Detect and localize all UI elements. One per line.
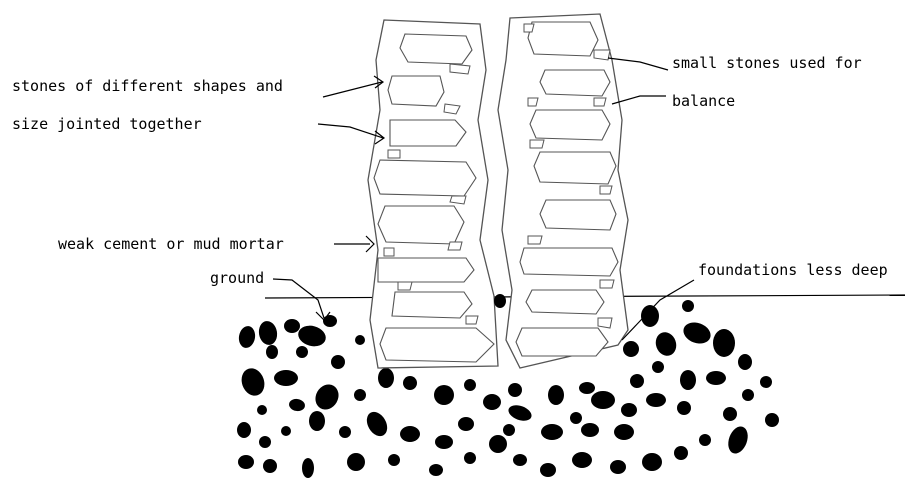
soil-pebble bbox=[263, 459, 277, 473]
label-stones-line2: size jointed together bbox=[12, 115, 202, 133]
soil-pebble bbox=[725, 424, 751, 456]
soil-pebble bbox=[630, 374, 644, 388]
soil-pebble bbox=[723, 407, 737, 421]
label-foundations: foundations less deep bbox=[698, 261, 888, 279]
soil-pebble bbox=[623, 341, 639, 357]
dark-stone bbox=[494, 294, 506, 308]
soil-pebble bbox=[355, 335, 365, 345]
soil-pebble bbox=[646, 393, 666, 407]
label-small-stones-line2: balance bbox=[672, 92, 735, 110]
soil-pebble bbox=[363, 408, 392, 440]
soil-pebble bbox=[706, 371, 726, 385]
soil-pebble bbox=[513, 454, 527, 466]
soil-pebble bbox=[614, 424, 634, 440]
label-mortar: weak cement or mud mortar bbox=[58, 235, 284, 253]
soil-pebble bbox=[284, 319, 300, 333]
soil-pebble bbox=[483, 394, 501, 410]
soil-pebble bbox=[642, 453, 662, 471]
soil-pebble bbox=[680, 319, 713, 347]
soil-pebble bbox=[378, 368, 394, 388]
soil-pebble bbox=[354, 389, 366, 401]
label-stones-line1: stones of different shapes and bbox=[12, 77, 283, 95]
soil-pebble bbox=[699, 434, 711, 446]
soil-pebble bbox=[765, 413, 779, 427]
soil-pebble bbox=[259, 436, 271, 448]
soil-pebble bbox=[464, 379, 476, 391]
soil-pebble bbox=[464, 452, 476, 464]
soil-pebble bbox=[652, 329, 679, 358]
soil-pebble bbox=[713, 329, 735, 357]
soil-pebble bbox=[680, 370, 696, 390]
soil-pebble bbox=[610, 460, 626, 474]
soil-pebble bbox=[652, 361, 664, 373]
soil-pebble bbox=[581, 423, 599, 437]
soil-pebble bbox=[281, 426, 291, 436]
soil-pebble bbox=[274, 370, 298, 386]
soil-pebble bbox=[677, 401, 691, 415]
soil-pebble bbox=[400, 426, 420, 442]
soil-pebble bbox=[489, 435, 507, 453]
soil-pebble bbox=[296, 323, 328, 350]
soil-pebble bbox=[331, 355, 345, 369]
soil-pebble bbox=[237, 422, 251, 438]
soil-pebble bbox=[503, 424, 515, 436]
label-small-stones-line1: small stones used for bbox=[672, 54, 862, 72]
soil-pebble bbox=[458, 417, 474, 431]
soil-pebble bbox=[548, 385, 564, 405]
soil-pebble bbox=[238, 365, 268, 399]
soil-pebble bbox=[388, 454, 400, 466]
soil-pebble bbox=[738, 354, 752, 370]
soil-pebble bbox=[682, 300, 694, 312]
soil-pebble bbox=[435, 435, 453, 449]
soil-pebble bbox=[257, 405, 267, 415]
soil-pebble bbox=[742, 389, 754, 401]
label-ground: ground bbox=[210, 269, 264, 287]
soil-pebble bbox=[572, 452, 592, 468]
soil-pebble bbox=[434, 385, 454, 405]
soil-pebble bbox=[237, 325, 257, 349]
soil-pebble bbox=[540, 463, 556, 477]
soil-pebble bbox=[347, 453, 365, 471]
soil-pebble bbox=[429, 464, 443, 476]
soil-pebble bbox=[339, 426, 351, 438]
soil-pebble bbox=[257, 320, 279, 347]
soil-pebble bbox=[323, 315, 337, 327]
soil-pebble bbox=[288, 398, 306, 413]
soil-pebble bbox=[591, 391, 615, 409]
soil-pebble bbox=[641, 305, 659, 327]
soil-pebble bbox=[403, 376, 417, 390]
soil-pebble bbox=[238, 455, 254, 469]
soil-pebble bbox=[266, 345, 278, 359]
soil-pebble bbox=[621, 403, 637, 417]
soil-pebble bbox=[579, 382, 595, 394]
soil-pebble bbox=[760, 376, 772, 388]
soil-pebble bbox=[311, 380, 343, 414]
soil-pebble bbox=[506, 402, 533, 423]
soil-pebble bbox=[309, 411, 325, 431]
soil-pebble bbox=[302, 458, 314, 478]
soil-pebble bbox=[570, 412, 582, 424]
soil-pebble bbox=[541, 424, 563, 440]
soil-pebble bbox=[508, 383, 522, 397]
soil-pebble bbox=[674, 446, 688, 460]
soil-pebble bbox=[296, 346, 308, 358]
